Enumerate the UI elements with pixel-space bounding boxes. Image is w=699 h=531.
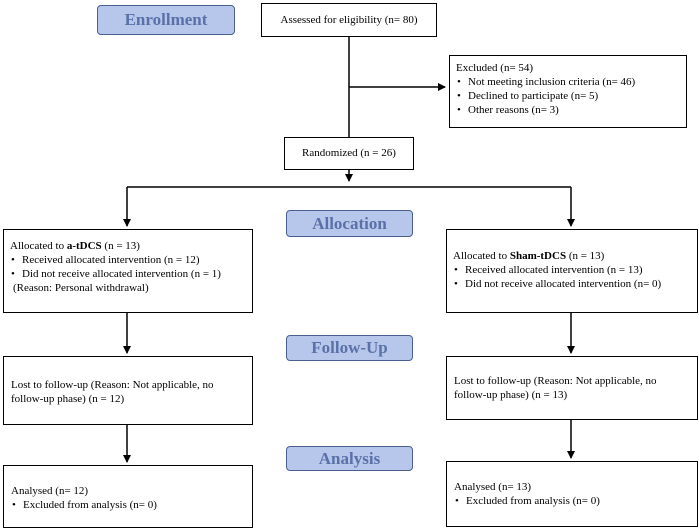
left-allocation-reason: (Reason: Personal withdrawal): [13, 282, 149, 294]
right-analysis-item: Excluded from analysis (n= 0): [454, 494, 690, 508]
excluded-item: Not meeting inclusion criteria (n= 46): [456, 75, 680, 89]
left-analysis-list: Excluded from analysis (n= 0): [11, 498, 245, 512]
randomized-box: Randomized (n = 26): [284, 137, 414, 170]
assessed-box: Assessed for eligibility (n= 80): [261, 3, 437, 37]
left-allocation-item: Did not receive allocated intervention (…: [10, 267, 246, 281]
left-allocation-suffix: (n = 13): [101, 240, 140, 252]
left-allocation-list: Received allocated intervention (n = 12)…: [10, 253, 246, 281]
left-analysis-box: Analysed (n= 12) Excluded from analysis …: [3, 465, 253, 528]
stage-follow-up-label: Follow-Up: [311, 338, 388, 357]
right-followup-box: Lost to follow-up (Reason: Not applicabl…: [446, 356, 698, 420]
randomized-text: Randomized (n = 26): [302, 147, 396, 159]
excluded-item: Other reasons (n= 3): [456, 103, 680, 117]
excluded-title: Excluded (n= 54): [456, 62, 534, 74]
right-allocation-group: Sham-tDCS: [509, 250, 567, 262]
right-allocation-title: Allocated to Sham-tDCS (n = 13): [453, 249, 691, 263]
left-allocation-item: Received allocated intervention (n = 12): [10, 253, 246, 267]
left-analysed-title: Analysed (n= 12): [11, 485, 89, 497]
right-followup-text: Lost to follow-up (Reason: Not applicabl…: [454, 375, 657, 401]
right-allocation-list: Received allocated intervention (n = 13)…: [453, 263, 691, 291]
stage-analysis: Analysis: [286, 446, 413, 471]
left-followup-box: Lost to follow-up (Reason: Not applicabl…: [3, 356, 253, 425]
right-allocation-suffix: (n = 13): [566, 250, 605, 262]
left-analysis-item: Excluded from analysis (n= 0): [11, 498, 245, 512]
stage-allocation-label: Allocation: [312, 214, 387, 233]
assessed-text: Assessed for eligibility (n= 80): [280, 14, 418, 26]
left-allocation-group: a-tDCS: [66, 240, 102, 252]
stage-enrollment: Enrollment: [97, 5, 235, 35]
right-allocation-item: Did not receive allocated intervention (…: [453, 277, 691, 291]
left-allocation-title: Allocated to a-tDCS (n = 13): [10, 239, 246, 253]
stage-allocation: Allocation: [286, 210, 413, 237]
right-analysis-box: Analysed (n= 13) Excluded from analysis …: [446, 461, 698, 527]
right-analysis-list: Excluded from analysis (n= 0): [454, 494, 690, 508]
right-allocation-box: Allocated to Sham-tDCS (n = 13) Received…: [446, 229, 698, 313]
left-allocation-prefix: Allocated to: [10, 240, 67, 252]
right-allocation-item: Received allocated intervention (n = 13): [453, 263, 691, 277]
stage-enrollment-label: Enrollment: [124, 10, 208, 29]
excluded-item: Declined to participate (n= 5): [456, 89, 680, 103]
excluded-box: Excluded (n= 54) Not meeting inclusion c…: [449, 55, 687, 128]
stage-follow-up: Follow-Up: [286, 335, 413, 361]
left-allocation-box: Allocated to a-tDCS (n = 13) Received al…: [3, 229, 253, 313]
excluded-list: Not meeting inclusion criteria (n= 46) D…: [456, 75, 680, 117]
stage-analysis-label: Analysis: [318, 449, 381, 468]
right-analysed-title: Analysed (n= 13): [454, 481, 532, 493]
left-followup-text: Lost to follow-up (Reason: Not applicabl…: [11, 379, 214, 405]
right-allocation-prefix: Allocated to: [453, 250, 510, 262]
